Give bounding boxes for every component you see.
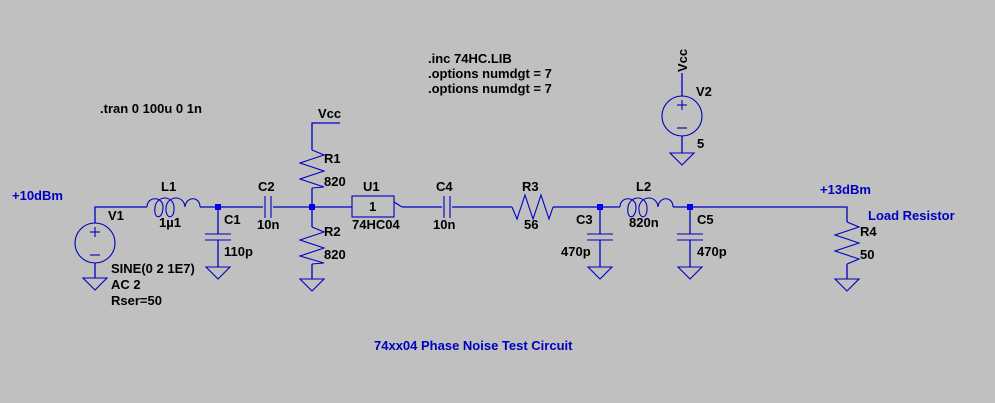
capacitor-c2[interactable] — [264, 196, 272, 218]
input-level-comment: +10dBm — [12, 188, 63, 203]
l1-value[interactable]: 1µ1 — [159, 215, 181, 230]
resistor-r3[interactable] — [511, 193, 554, 221]
options-directive-2[interactable]: .options numdgt = 7 — [428, 81, 552, 96]
net-label-vcc-supply[interactable]: Vcc — [675, 49, 690, 72]
inverter-u1[interactable] — [351, 195, 403, 218]
ground-icon — [204, 266, 232, 280]
resistor-zigzag-icon — [511, 193, 554, 221]
c2-name: C2 — [258, 179, 275, 194]
inverter-bubble-icon — [393, 201, 403, 208]
l2-name: L2 — [636, 179, 651, 194]
inductor-coil-icon — [619, 197, 674, 218]
c3-name: C3 — [576, 212, 593, 227]
ground-icon — [676, 266, 704, 280]
u1-value[interactable]: 74HC04 — [352, 217, 400, 232]
capacitor-c5[interactable] — [677, 233, 703, 241]
resistor-r4[interactable] — [833, 221, 861, 265]
c3-value[interactable]: 470p — [561, 244, 591, 259]
l1-name: L1 — [161, 179, 176, 194]
net-label-vcc[interactable]: Vcc — [318, 106, 341, 121]
c1-name: C1 — [224, 212, 241, 227]
wire-v1-l1[interactable] — [94, 206, 147, 223]
voltage-source-v2[interactable] — [661, 95, 703, 137]
wire-vcc-r1[interactable] — [311, 122, 340, 150]
source-circle-icon — [661, 95, 703, 137]
resistor-r1[interactable] — [298, 149, 326, 189]
v1-value[interactable]: SINE(0 2 1E7) — [111, 261, 195, 276]
tran-directive[interactable]: .tran 0 100u 0 1n — [100, 101, 202, 116]
ground-icon — [833, 278, 861, 292]
junction-dot — [597, 204, 603, 210]
v1-rser[interactable]: Rser=50 — [111, 293, 162, 308]
u1-name: U1 — [363, 179, 380, 194]
options-directive-1[interactable]: .options numdgt = 7 — [428, 66, 552, 81]
c2-value[interactable]: 10n — [257, 217, 279, 232]
capacitor-c3[interactable] — [587, 233, 613, 241]
r4-value[interactable]: 50 — [860, 247, 874, 262]
inductor-l2[interactable] — [619, 197, 674, 218]
c5-value[interactable]: 470p — [697, 244, 727, 259]
c4-value[interactable]: 10n — [433, 217, 455, 232]
v1-ac[interactable]: AC 2 — [111, 277, 141, 292]
inductor-coil-icon — [146, 197, 201, 218]
v2-value[interactable]: 5 — [697, 136, 704, 151]
ground-icon — [668, 152, 696, 166]
r4-name: R4 — [860, 224, 877, 239]
inverter-box-icon — [351, 195, 395, 218]
wires — [94, 73, 848, 279]
inc-directive[interactable]: .inc 74HC.LIB — [428, 51, 512, 66]
output-level-comment: +13dBm — [820, 182, 871, 197]
ground-icon — [586, 266, 614, 280]
junction-dot — [309, 204, 315, 210]
source-circle-icon — [74, 222, 116, 264]
load-resistor-comment: Load Resistor — [868, 208, 955, 223]
r3-name: R3 — [522, 179, 539, 194]
r2-value[interactable]: 820 — [324, 247, 346, 262]
ground-icon — [298, 278, 326, 292]
resistor-r2[interactable] — [298, 226, 326, 265]
c1-value[interactable]: 110p — [224, 244, 253, 259]
voltage-source-v1[interactable] — [74, 222, 116, 264]
u1-gate-label: 1 — [369, 199, 376, 214]
resistor-zigzag-icon — [298, 149, 326, 189]
l2-value[interactable]: 820n — [629, 215, 659, 230]
r1-value[interactable]: 820 — [324, 174, 346, 189]
junction-dot — [687, 204, 693, 210]
wire-l2-r4[interactable] — [673, 206, 848, 222]
resistor-zigzag-icon — [298, 226, 326, 265]
capacitor-c4[interactable] — [443, 196, 451, 218]
r3-value[interactable]: 56 — [524, 217, 538, 232]
v2-name: V2 — [696, 84, 712, 99]
ground-icon — [81, 277, 109, 291]
circuit-title: 74xx04 Phase Noise Test Circuit — [374, 338, 573, 353]
ground-symbols — [81, 152, 861, 292]
r2-name: R2 — [324, 224, 341, 239]
junction-dot — [215, 204, 221, 210]
v1-name: V1 — [108, 208, 124, 223]
capacitor-c1[interactable] — [205, 233, 231, 241]
resistor-zigzag-icon — [833, 221, 861, 265]
c4-name: C4 — [436, 179, 453, 194]
r1-name: R1 — [324, 151, 341, 166]
c5-name: C5 — [697, 212, 714, 227]
inductor-l1[interactable] — [146, 197, 201, 218]
